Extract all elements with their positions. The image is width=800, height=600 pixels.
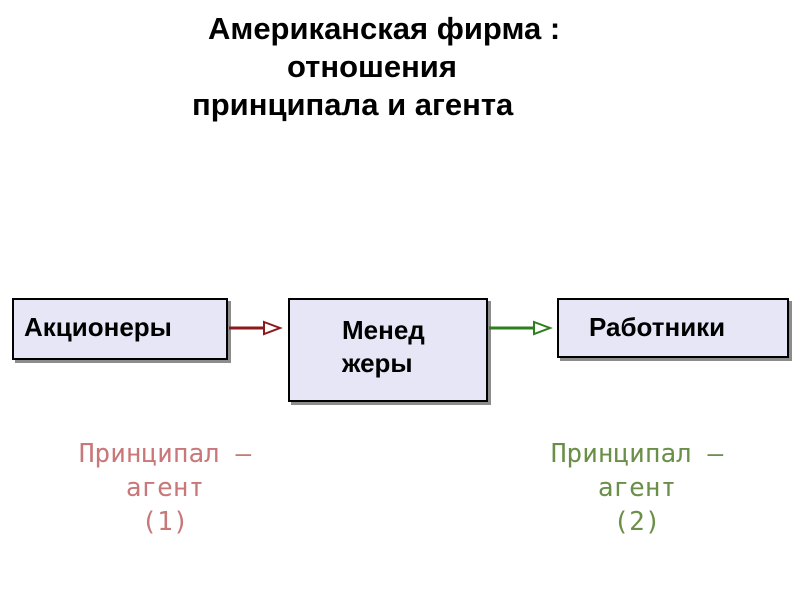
- managers-box: Менед жеры: [288, 298, 488, 402]
- workers-label: Работники: [589, 312, 726, 342]
- title-line-3: принципала и агента: [192, 87, 514, 122]
- shareholders-box: Акционеры: [12, 298, 228, 360]
- arrow-shareholders-to-managers: [229, 320, 283, 336]
- managers-label: Менед жеры: [342, 315, 425, 378]
- workers-box: Работники: [557, 298, 789, 358]
- arrow-managers-to-workers: [489, 320, 553, 336]
- title-line-1: Американская фирма :: [208, 11, 561, 46]
- title-line-2: отношения: [287, 49, 457, 84]
- principal-agent-relation-2: Принципал – агент (2): [550, 439, 724, 537]
- principal-agent-relation-1: Принципал – агент (1): [78, 439, 252, 537]
- shareholders-label: Акционеры: [24, 312, 172, 342]
